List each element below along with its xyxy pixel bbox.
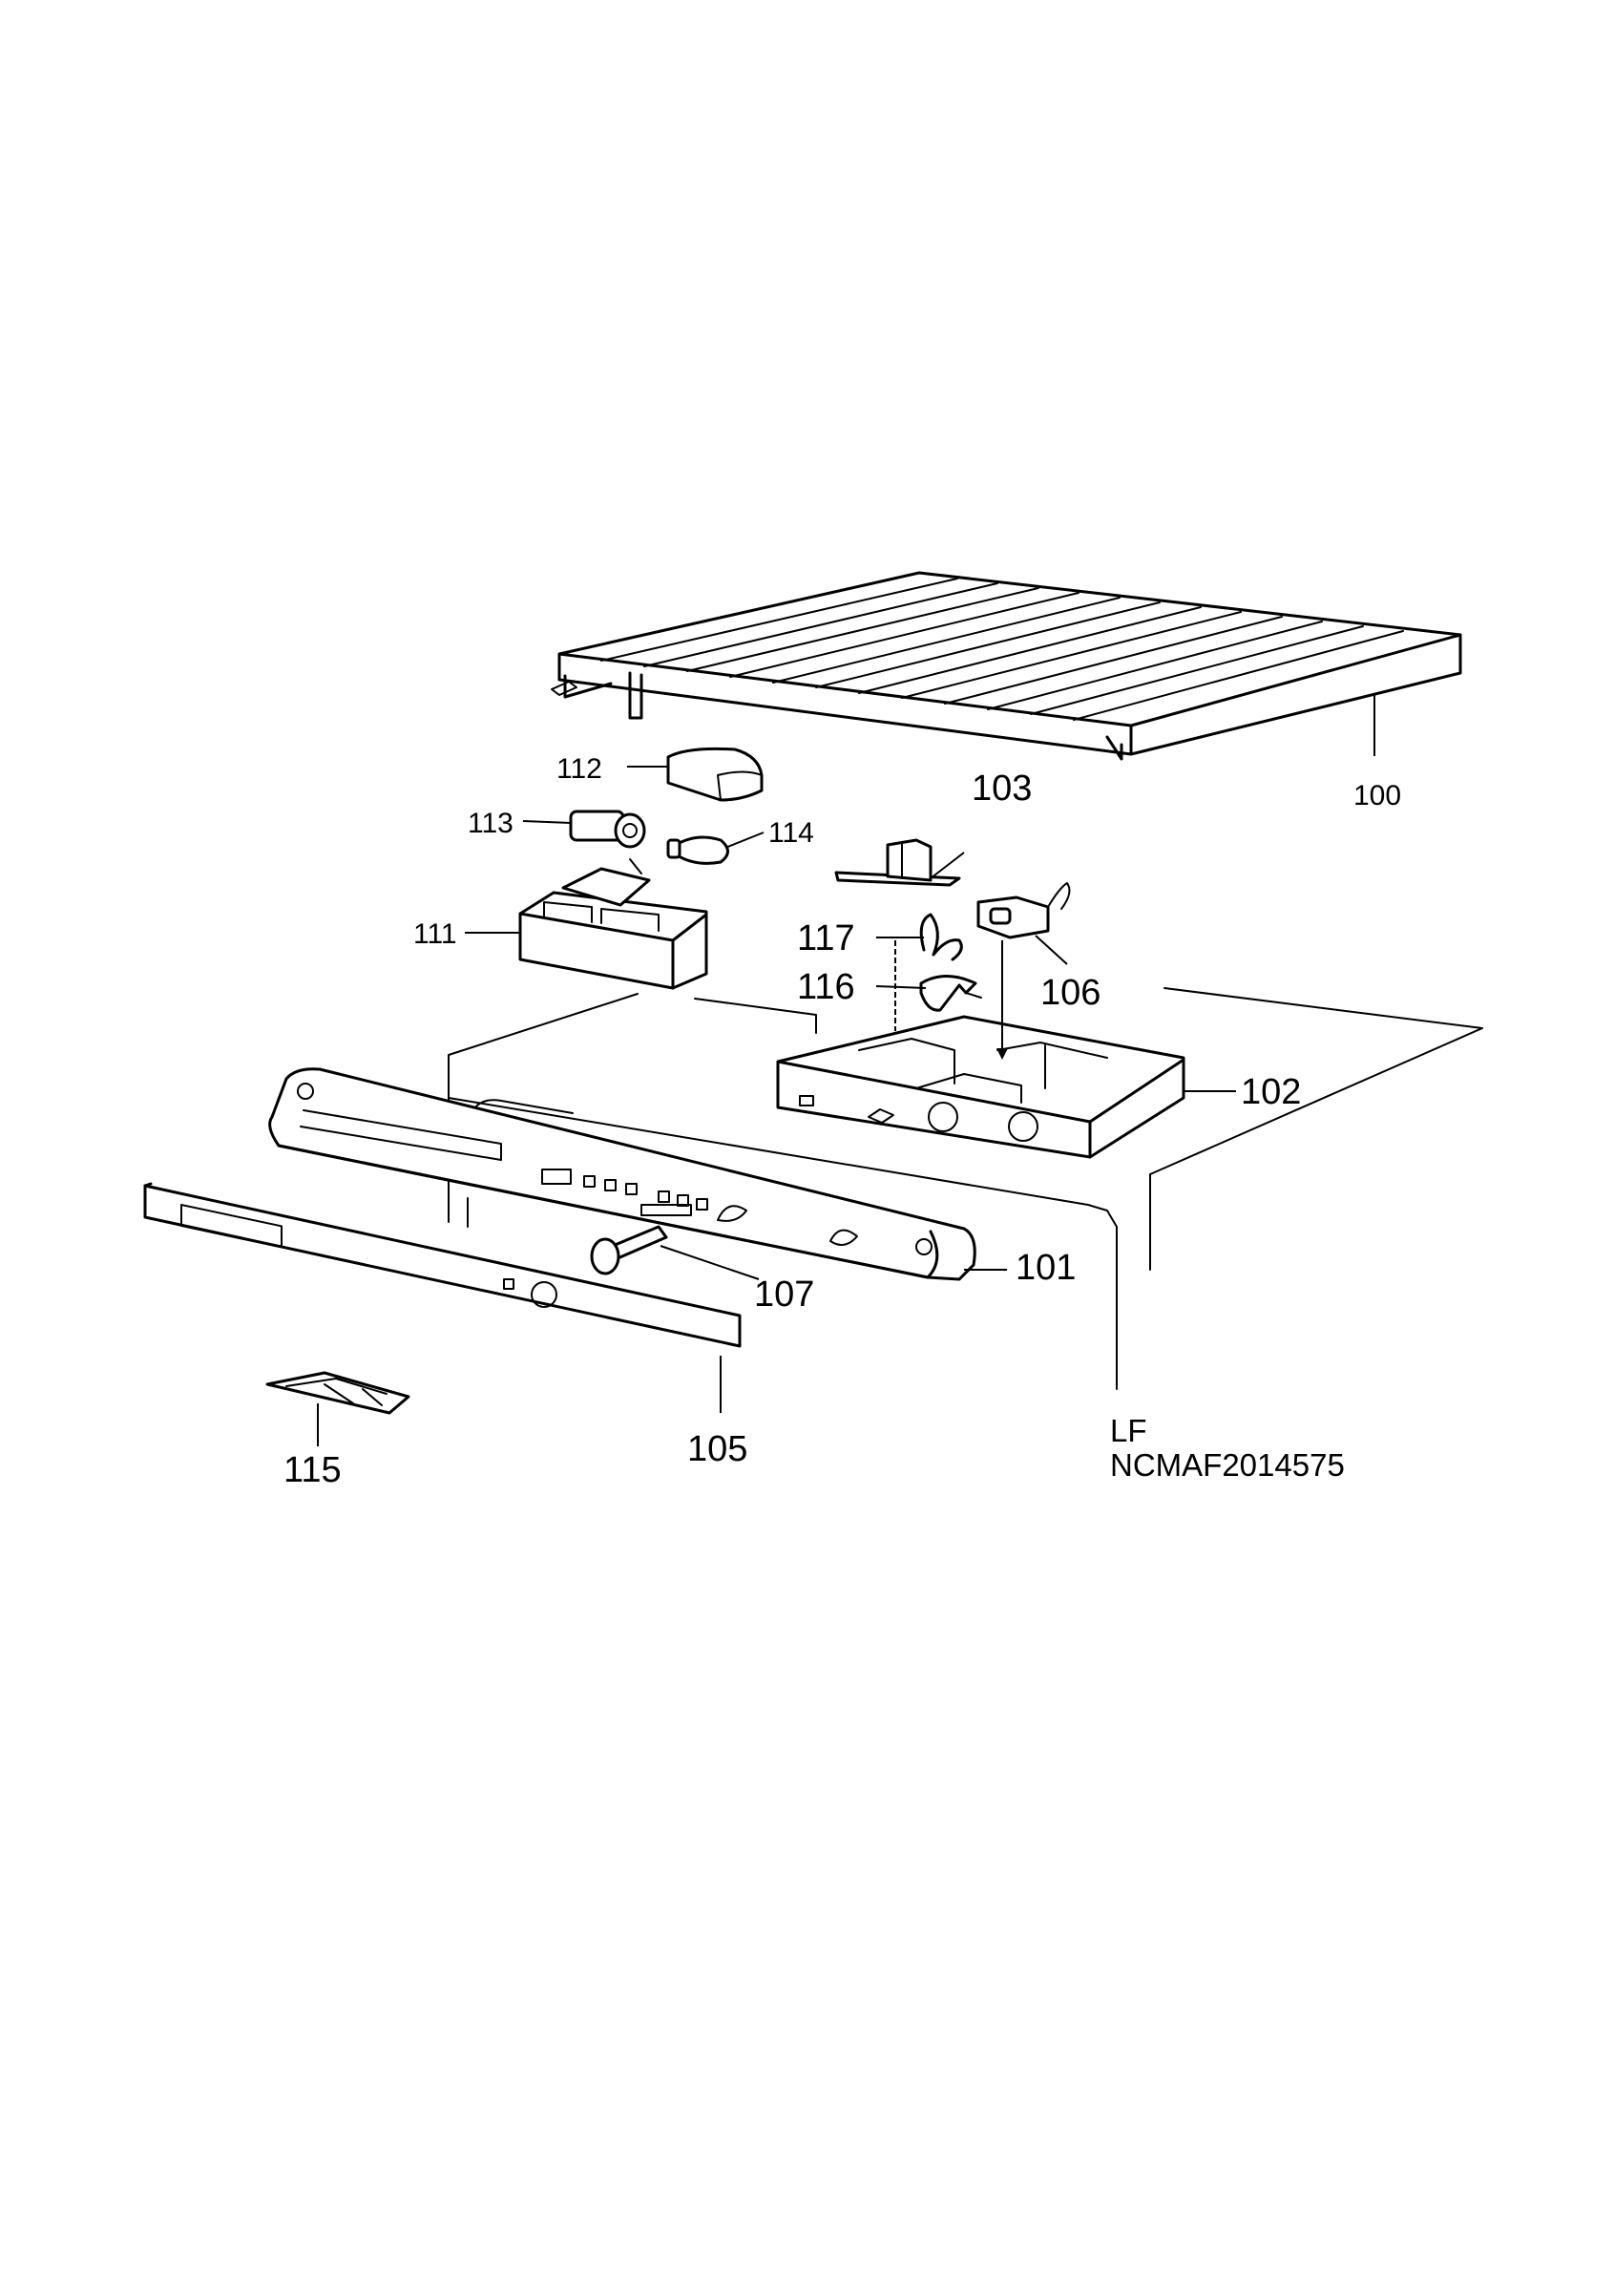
callout-115: 115 — [283, 1450, 342, 1490]
part-106-switch — [976, 882, 1071, 939]
callout-102: 102 — [1241, 1072, 1301, 1112]
callout-116: 116 — [797, 967, 855, 1007]
callout-105: 105 — [687, 1429, 747, 1469]
part-111-lamp-housing — [518, 858, 708, 990]
part-100-shelf — [551, 571, 1462, 761]
diagram-footer: LF NCMAF2014575 — [1110, 1413, 1345, 1483]
part-115-filter — [265, 1371, 410, 1415]
callout-106: 106 — [1040, 973, 1100, 1013]
leader-lines — [317, 695, 1375, 1446]
part-113-lamp-holder — [569, 810, 646, 849]
footer-variant-code: LF — [1110, 1413, 1147, 1448]
part-112-lamp-cover — [666, 747, 764, 802]
part-101-control-panel — [268, 1067, 976, 1281]
part-117-spring — [919, 913, 963, 961]
callout-117: 117 — [797, 918, 855, 958]
callout-101: 101 — [1016, 1248, 1076, 1288]
part-102-tray — [776, 940, 1185, 1159]
callout-114: 114 — [768, 817, 814, 849]
callout-labels: 100 101 102 103 105 106 107 111 112 113 … — [283, 753, 1401, 1490]
footer-drawing-number: NCMAF2014575 — [1110, 1447, 1345, 1483]
part-103-bracket — [834, 838, 961, 887]
callout-113: 113 — [468, 808, 514, 839]
part-107-knob — [590, 1225, 668, 1275]
callout-100: 100 — [1353, 780, 1401, 811]
callout-107: 107 — [754, 1274, 814, 1315]
part-105-trim-strip — [143, 1182, 742, 1348]
callout-112: 112 — [556, 753, 602, 785]
callout-111: 111 — [413, 918, 457, 950]
callout-103: 103 — [972, 769, 1032, 809]
part-116-catch — [919, 975, 982, 1012]
part-114-bulb — [666, 835, 729, 865]
shelf-grid-bars — [600, 578, 1404, 721]
panel-buttons — [541, 1169, 708, 1216]
